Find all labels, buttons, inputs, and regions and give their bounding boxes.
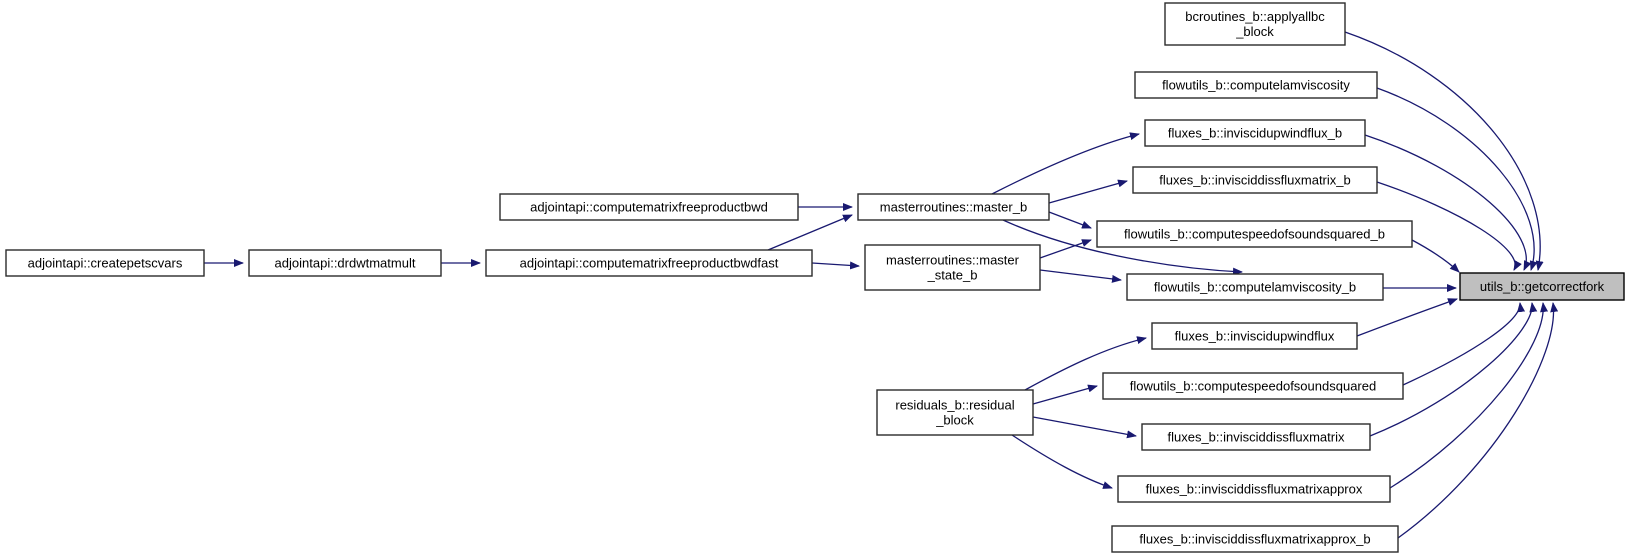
target-node-box	[1459, 272, 1625, 301]
node-master_b[interactable]: masterroutines::master_b	[857, 193, 1050, 221]
node-label: _state_b	[927, 268, 978, 283]
node-invisciddissfluxmatrix[interactable]: fluxes_b::invisciddissfluxmatrix	[1141, 423, 1371, 451]
node-inviscidupwindflux[interactable]: fluxes_b::inviscidupwindflux	[1151, 322, 1358, 350]
edge-invisciddissfluxmatrixapprox-to-getcorrectfork	[1389, 302, 1549, 489]
edge-inviscidupwindflux-to-getcorrectfork	[1356, 298, 1458, 337]
node-label: flowutils_b::computelamviscosity_b	[1154, 280, 1356, 295]
node-box[interactable]	[1144, 119, 1366, 147]
node-invisciddissfluxmatrixapprox[interactable]: fluxes_b::invisciddissfluxmatrixapprox	[1117, 475, 1391, 503]
edge-residual_block-to-inviscidupwindflux	[1024, 336, 1147, 391]
node-computematrixfreeproductbwd[interactable]: adjointapi::computematrixfreeproductbwd	[499, 193, 799, 221]
edge-master_state_b-to-computespeedofsoundsquared_b	[1039, 239, 1092, 259]
node-box[interactable]	[485, 249, 813, 277]
edge-computespeedofsoundsquared_b-to-getcorrectfork	[1411, 239, 1460, 273]
edge-residual_block-to-invisciddissfluxmatrixapprox	[1011, 434, 1113, 489]
node-label: _block	[935, 413, 974, 428]
node-computelamviscosity_b[interactable]: flowutils_b::computelamviscosity_b	[1126, 273, 1384, 301]
node-box[interactable]	[1164, 2, 1346, 46]
node-createpetscvars[interactable]: adjointapi::createpetscvars	[5, 249, 205, 277]
node-box[interactable]	[499, 193, 799, 221]
edge-inviscidupwindflux_b-to-getcorrectfork	[1364, 134, 1532, 271]
node-computespeedofsoundsquared_b[interactable]: flowutils_b::computespeedofsoundsquared_…	[1096, 220, 1413, 248]
node-label: masterroutines::master	[886, 253, 1020, 268]
node-residual_block[interactable]: residuals_b::residual_block	[876, 389, 1034, 436]
edge-computespeedofsoundsquared-to-getcorrectfork	[1402, 302, 1525, 386]
node-label: utils_b::getcorrectfork	[1480, 279, 1605, 294]
node-box[interactable]	[1151, 322, 1358, 350]
edge-master_b-to-computelamviscosity_b	[1002, 219, 1243, 276]
node-computelamviscosity[interactable]: flowutils_b::computelamviscosity	[1134, 71, 1378, 99]
node-box[interactable]	[864, 244, 1041, 291]
node-box[interactable]	[5, 249, 205, 277]
node-label: bcroutines_b::applyallbc	[1185, 9, 1325, 24]
edge-master_b-to-computespeedofsoundsquared_b	[1048, 211, 1092, 229]
node-label: fluxes_b::inviscidupwindflux_b	[1168, 126, 1342, 141]
node-box[interactable]	[1134, 71, 1378, 99]
node-inviscidupwindflux_b[interactable]: fluxes_b::inviscidupwindflux_b	[1144, 119, 1366, 147]
node-label: _block	[1235, 24, 1274, 39]
node-label: fluxes_b::invisciddissfluxmatrixapprox_b	[1139, 532, 1370, 547]
edge-applyallbc_block-to-getcorrectfork	[1344, 31, 1544, 271]
node-box[interactable]	[857, 193, 1050, 221]
node-box[interactable]	[1102, 372, 1404, 400]
node-label: fluxes_b::invisciddissfluxmatrix	[1167, 430, 1345, 445]
node-master_state_b[interactable]: masterroutines::master_state_b	[864, 244, 1041, 291]
node-computematrixfreeproductbwdfast[interactable]: adjointapi::computematrixfreeproductbwdf…	[485, 249, 813, 277]
node-drdwtmatmult[interactable]: adjointapi::drdwtmatmult	[248, 249, 442, 277]
edge-master_b-to-inviscidupwindflux_b	[991, 132, 1140, 195]
node-label: adjointapi::computematrixfreeproductbwd	[530, 200, 768, 215]
edge-invisciddissfluxmatrix-to-getcorrectfork	[1369, 302, 1538, 437]
edge-computematrixfreeproductbwdfast-to-master_state_b	[811, 261, 860, 270]
node-label: adjointapi::createpetscvars	[28, 256, 183, 271]
edge-residual_block-to-invisciddissfluxmatrix	[1032, 416, 1137, 439]
edge-residual_block-to-computespeedofsoundsquared	[1032, 384, 1098, 405]
edge-computelamviscosity-to-getcorrectfork	[1376, 87, 1538, 271]
node-invisciddissfluxmatrix_b[interactable]: fluxes_b::invisciddissfluxmatrix_b	[1132, 166, 1378, 194]
node-label: fluxes_b::invisciddissfluxmatrix_b	[1159, 173, 1350, 188]
node-box[interactable]	[1111, 525, 1399, 553]
edge-master_b-to-invisciddissfluxmatrix_b	[1048, 179, 1128, 204]
node-box[interactable]	[1126, 273, 1384, 301]
node-box[interactable]	[1132, 166, 1378, 194]
edge-master_state_b-to-computelamviscosity_b	[1039, 269, 1122, 283]
edge-invisciddissfluxmatrix_b-to-getcorrectfork	[1376, 181, 1522, 271]
node-box[interactable]	[1117, 475, 1391, 503]
node-box[interactable]	[248, 249, 442, 277]
node-label: fluxes_b::invisciddissfluxmatrixapprox	[1146, 482, 1363, 497]
node-box[interactable]	[1141, 423, 1371, 451]
node-invisciddissfluxmatrixapprox_b[interactable]: fluxes_b::invisciddissfluxmatrixapprox_b	[1111, 525, 1399, 553]
node-applyallbc_block[interactable]: bcroutines_b::applyallbc_block	[1164, 2, 1346, 46]
node-label: adjointapi::drdwtmatmult	[275, 256, 416, 271]
edge-invisciddissfluxmatrixapprox_b-to-getcorrectfork	[1397, 302, 1559, 539]
node-label: flowutils_b::computespeedofsoundsquared_…	[1124, 227, 1385, 242]
node-label: adjointapi::computematrixfreeproductbwdf…	[520, 256, 779, 271]
node-computespeedofsoundsquared[interactable]: flowutils_b::computespeedofsoundsquared	[1102, 372, 1404, 400]
node-label: fluxes_b::inviscidupwindflux	[1175, 329, 1335, 344]
node-box[interactable]	[876, 389, 1034, 436]
node-label: residuals_b::residual	[895, 398, 1014, 413]
node-label: masterroutines::master_b	[880, 200, 1027, 215]
node-label: flowutils_b::computespeedofsoundsquared	[1130, 379, 1376, 394]
edge-computematrixfreeproductbwdfast-to-master_b	[767, 214, 853, 251]
node-label: flowutils_b::computelamviscosity	[1162, 78, 1350, 93]
node-box[interactable]	[1096, 220, 1413, 248]
node-getcorrectfork: utils_b::getcorrectfork	[1459, 272, 1625, 301]
